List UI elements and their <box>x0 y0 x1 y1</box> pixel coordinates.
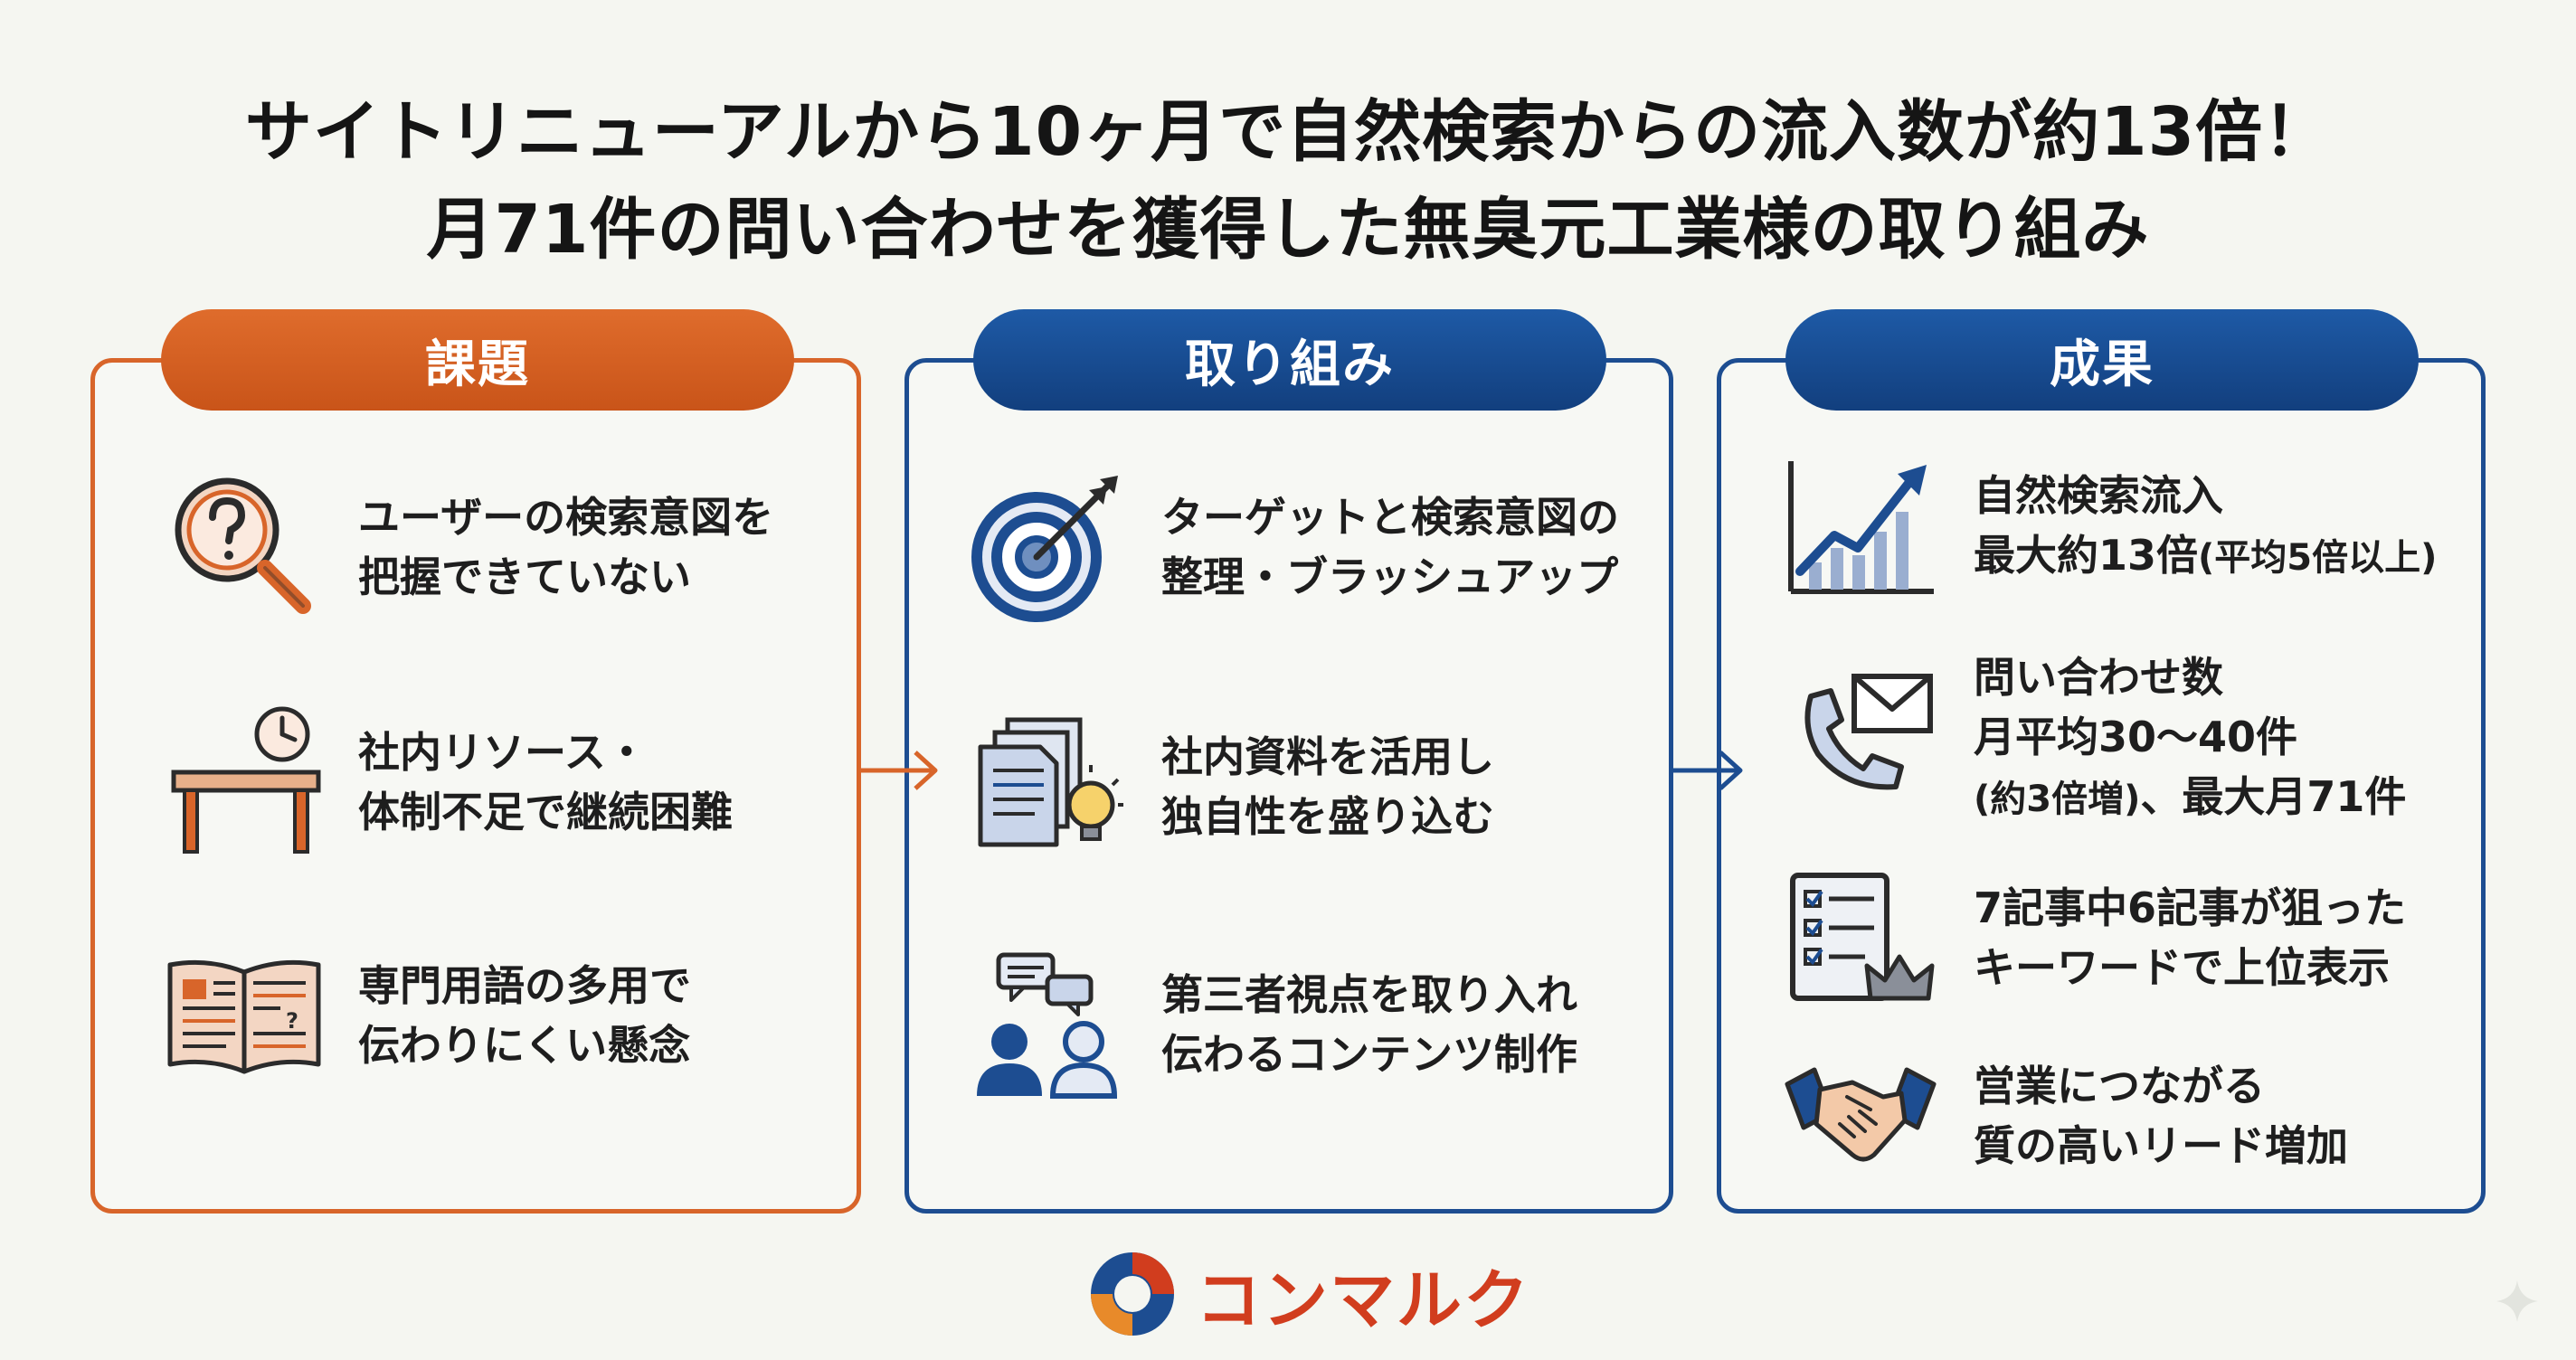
arrow-right-icon <box>861 751 938 790</box>
results-header: 成果 <box>1785 309 2419 411</box>
documents-lightbulb-icon <box>971 714 1125 859</box>
item-line: 最大約13倍(平均5倍以上) <box>1974 525 2437 588</box>
brand-name: コンマルク <box>1196 1261 1531 1338</box>
results-panel <box>1717 358 2486 1214</box>
handshake-icon <box>1784 1053 1937 1179</box>
item-line: 社内リソース・ <box>358 728 648 777</box>
item-line: 第三者視点を取り入れ <box>1161 970 1577 1019</box>
item-value: 、最大月71件 <box>2140 772 2407 821</box>
logo-mark-icon <box>1091 1252 1174 1336</box>
list-item: 自然検索流入 最大約13倍(平均5倍以上) <box>1784 454 2437 599</box>
item-line: 体制不足で継続困難 <box>358 788 733 836</box>
magnifier-question-icon <box>163 470 326 624</box>
item-line: 自然検索流入 <box>1974 470 2223 520</box>
phone-mail-icon <box>1784 671 1937 807</box>
title-line-2: 月71件の問い合わせを獲得した無臭元工業様の取り組み <box>426 191 2150 269</box>
list-item: 第三者視点を取り入れ 伝わるコンテンツ制作 <box>971 948 1577 1101</box>
item-line: (約3倍増)、最大月71件 <box>1974 767 2406 829</box>
item-line: 専門用語の多用で <box>358 961 691 1010</box>
item-note: (約3倍増) <box>1974 779 2141 820</box>
list-item: 営業につながる 質の高いリード増加 <box>1784 1053 2348 1179</box>
arrow-right-icon <box>1673 751 1743 790</box>
item-line: 把握できていない <box>358 552 691 601</box>
item-line: 月平均30〜40件 <box>1974 713 2298 761</box>
item-line: 営業につながる <box>1974 1062 2265 1110</box>
list-item: 社内リソース・ 体制不足で継続困難 <box>163 705 733 859</box>
list-item: ターゲットと検索意図の 整理・ブラッシュアップ <box>971 470 1619 624</box>
item-line: 7記事中6記事が狙った <box>1974 883 2407 932</box>
people-chat-icon <box>971 948 1125 1101</box>
list-item: ユーザーの検索意図を 把握できていない <box>163 470 773 624</box>
growth-chart-icon <box>1784 454 1937 599</box>
brand-logo: コンマルク <box>1085 1244 1530 1344</box>
item-line: 独自性を盛り込む <box>1161 792 1494 841</box>
item-line: 伝わりにくい懸念 <box>358 1021 691 1070</box>
item-note: (平均5倍以上) <box>2198 536 2438 579</box>
list-item: ? 専門用語の多用で 伝わりにくい懸念 <box>163 948 691 1083</box>
item-line: キーワードで上位表示 <box>1974 943 2390 992</box>
item-line: 伝わるコンテンツ制作 <box>1161 1030 1577 1079</box>
desk-clock-icon <box>163 705 326 859</box>
list-item: 社内資料を活用し 独自性を盛り込む <box>971 714 1494 859</box>
target-icon <box>971 470 1125 624</box>
checklist-crown-icon <box>1784 870 1937 1006</box>
challenges-header: 課題 <box>161 309 794 411</box>
svg-text:?: ? <box>286 1008 298 1034</box>
list-item: 7記事中6記事が狙った キーワードで上位表示 <box>1784 870 2406 1006</box>
title-line-1: サイトリニューアルから10ヶ月で自然検索からの流入数が約13倍！ <box>244 93 2332 171</box>
item-value: 最大約13倍 <box>1974 530 2199 580</box>
sparkle-icon <box>2496 1280 2538 1322</box>
item-line: 質の高いリード増加 <box>1974 1121 2348 1170</box>
item-line: 問い合わせ数 <box>1974 653 2223 702</box>
item-line: 整理・ブラッシュアップ <box>1161 552 1619 601</box>
page-title: サイトリニューアルから10ヶ月で自然検索からの流入数が約13倍！ 月71件の問い… <box>0 83 2576 279</box>
list-item: 問い合わせ数 月平均30〜40件 (約3倍増)、最大月71件 <box>1784 647 2406 829</box>
open-book-icon: ? <box>163 948 326 1083</box>
actions-header: 取り組み <box>973 309 1606 411</box>
item-line: ターゲットと検索意図の <box>1161 493 1619 542</box>
item-line: 社内資料を活用し <box>1161 732 1494 781</box>
item-line: ユーザーの検索意図を <box>358 493 774 542</box>
